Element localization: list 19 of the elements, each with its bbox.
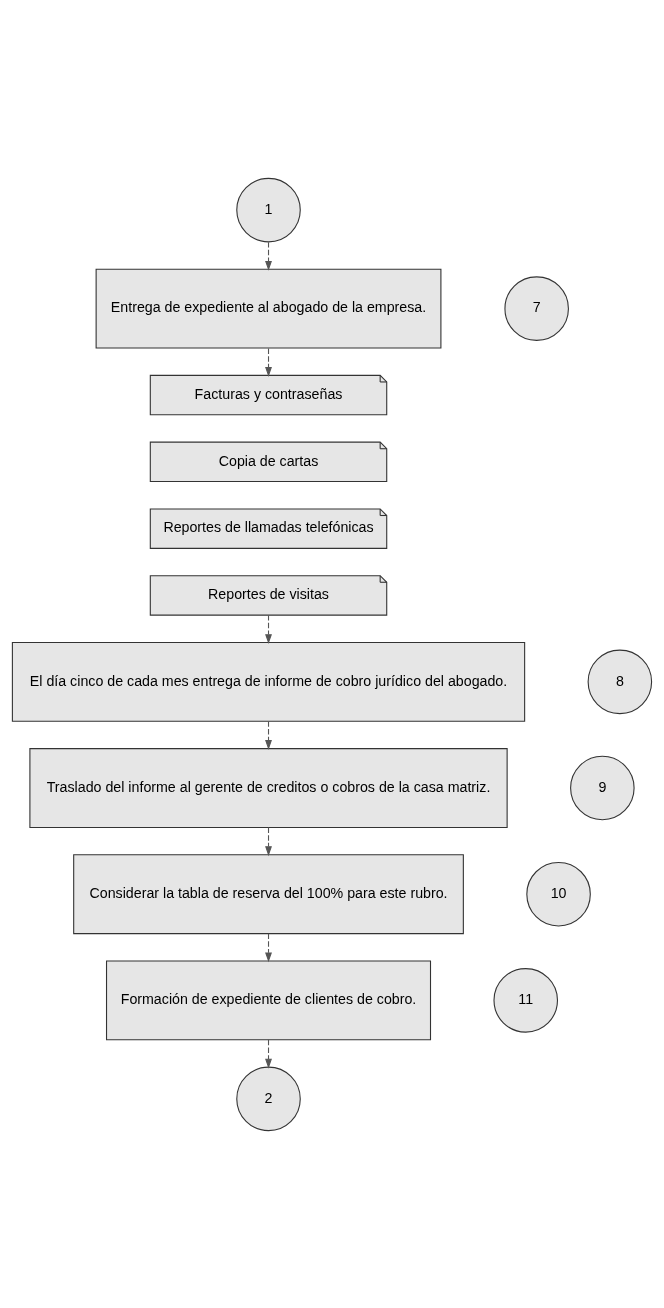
node-circle: 8 — [587, 649, 653, 714]
node-circle: 1 — [236, 177, 301, 242]
arrow — [265, 241, 272, 271]
node-box: Traslado del informe al gerente de creditos o cobros de la casa matriz. — [29, 747, 508, 828]
arrow — [265, 347, 272, 377]
node-circle: 9 — [570, 755, 635, 820]
arrow — [265, 932, 272, 962]
arrow — [265, 720, 272, 750]
node-box: Formación de expediente de clientes de cobro. — [106, 959, 432, 1040]
node-circle: 11 — [493, 967, 558, 1033]
arrow — [265, 614, 272, 644]
node-circle: 2 — [236, 1066, 301, 1131]
node-circle: 7 — [504, 275, 569, 341]
node-box: Entrega de expediente al abogado de la empresa. — [95, 268, 442, 349]
node-box: Considerar la tabla de reserva del 100% para este rubro. — [73, 853, 464, 934]
node-box: El día cinco de cada mes entrega de informe de cobro jurídico del abogado. — [11, 641, 526, 722]
arrow — [265, 826, 272, 856]
node-circle: 10 — [526, 861, 591, 926]
arrow — [265, 1038, 272, 1069]
